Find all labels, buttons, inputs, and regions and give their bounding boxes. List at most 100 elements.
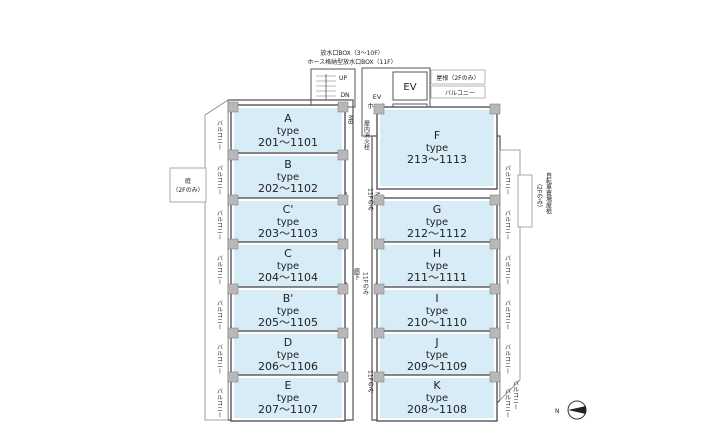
floor11-label-2: 11Fのみ [362,272,369,296]
balcony-left-5: バルコニー [216,300,223,330]
unit-range: 207〜1107 [258,403,318,416]
unit-name: A [284,112,292,125]
balcony-left-3: バルコニー [216,210,223,240]
unit-type: type [277,393,299,404]
unit-name: H [433,247,441,260]
ev-car-1: EV [403,82,416,93]
unit-type: type [277,350,299,361]
balcony-layer: バルコニーバルコニーバルコニーバルコニーバルコニーバルコニーバルコニーバルコニー… [216,120,519,418]
unit-type: type [277,126,299,137]
unit-name: J [434,336,438,349]
unit-floor [234,156,342,198]
unit-name: G [433,203,442,216]
unit-range: 202〜1102 [258,182,318,195]
unit-name: B [284,158,292,171]
unit-floor [380,334,494,376]
unit-floor [380,378,494,418]
unit-type: type [426,350,448,361]
bike-line-1: 自転車置場屋根 [545,171,552,215]
unit-type: type [277,217,299,228]
unit-floor [234,378,342,418]
unit-range: 206〜1106 [258,360,318,373]
unit-name: K [433,379,441,392]
mb-label-a: MB [347,115,354,124]
unit-range: 204〜1104 [258,271,318,284]
stair-up-label: UP [339,75,347,82]
roof-label: 屋根（2Fのみ） [436,74,479,82]
garden-box [169,167,207,203]
unit-floor [380,201,494,243]
unit-name: I [435,292,438,305]
unit-floor [234,201,342,243]
floor11-label-1: 11Fのみ [367,188,374,212]
stair-block: UP DN [310,68,356,108]
unit-range: 213〜1113 [407,153,467,166]
unit-range: 209〜1109 [407,360,467,373]
compass-north: N [555,408,560,415]
legend-line-2: ホース格納型放水口BOX（11F） [307,58,396,66]
balcony-left-4: バルコニー [216,255,223,285]
unit-floor [380,290,494,332]
unit-name: D [284,336,292,349]
unit-name: C [284,247,292,260]
unit-name: F [434,129,440,142]
unit-type: type [426,217,448,228]
balcony-corner: バルコニー [512,380,519,410]
unit-range: 205〜1105 [258,316,318,329]
units-layer: Atype201〜1101Btype202〜1102C'type203〜1103… [227,101,501,422]
unit-type: type [426,306,448,317]
unit-name: B' [283,292,294,305]
unit-range: 210〜1110 [407,316,467,329]
unit-name: E [285,379,292,392]
hydrant-label: 屋内消火栓 [363,120,370,151]
balcony-right-2: バルコニー [504,210,511,240]
top-balcony-label: バルコニー [445,90,475,97]
ev-hall-line-1: EV [373,93,382,101]
bike-line-2: （2Fのみ） [536,180,543,211]
unit-type: type [277,172,299,183]
unit-type: type [426,393,448,404]
unit-type: type [277,261,299,272]
bike-box [517,174,533,228]
garden-line-1: 庭 [185,177,191,185]
roof-box [430,69,486,85]
unit-name: C' [283,203,294,216]
legend-line-1: 放水口BOX（3〜10F） [320,49,383,57]
garden-line-2: （2Fのみ） [172,187,203,194]
unit-floor [234,245,342,287]
unit-floor [234,108,342,154]
unit-floor [234,290,342,332]
unit-type: type [277,306,299,317]
balcony-right-3: バルコニー [504,255,511,285]
balcony-right-1: バルコニー [504,165,511,195]
unit-floor [380,245,494,287]
unit-floor [380,110,494,186]
unit-range: 203〜1103 [258,227,318,240]
unit-floor [234,334,342,376]
balcony-right-4: バルコニー [504,300,511,330]
stair-dn-label: DN [340,92,349,99]
unit-type: type [426,261,448,272]
balcony-left-6: バルコニー [216,344,223,374]
floor11-label-3: 11Fのみ [367,370,374,394]
balcony-right-6: バルコニー [504,388,511,418]
unit-range: 201〜1101 [258,136,318,149]
balcony-left-1: バルコニー [216,120,223,150]
unit-range: 208〜1108 [407,403,467,416]
unit-range: 211〜1111 [407,271,467,284]
unit-type: type [426,143,448,154]
